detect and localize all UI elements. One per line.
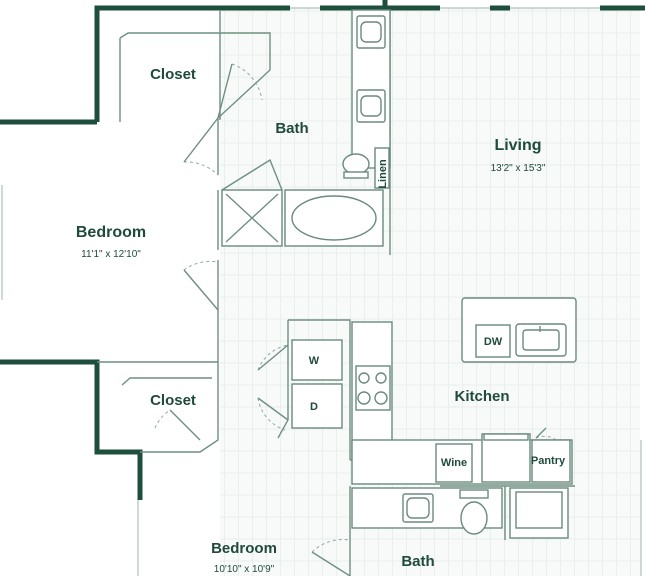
bath-top-fixtures bbox=[221, 9, 391, 247]
closet-top-label: Closet bbox=[150, 66, 196, 83]
bedroom-1-label: Bedroom bbox=[76, 224, 146, 241]
dishwasher-label: DW bbox=[484, 336, 503, 348]
dryer-label: D bbox=[310, 401, 318, 413]
doors bbox=[154, 63, 557, 576]
washer-label: W bbox=[309, 355, 320, 367]
bath-bottom-label: Bath bbox=[401, 553, 434, 570]
kitchen-fixtures bbox=[351, 297, 577, 485]
bath-top-label: Bath bbox=[275, 120, 308, 137]
wine-label: Wine bbox=[441, 457, 467, 469]
bedroom-2-dims: 10'10" x 10'9" bbox=[214, 564, 275, 575]
pantry-label: Pantry bbox=[531, 455, 566, 467]
laundry bbox=[291, 339, 343, 429]
living-label: Living bbox=[494, 137, 541, 154]
kitchen-label: Kitchen bbox=[454, 388, 509, 405]
linen-label: Linen bbox=[377, 159, 389, 189]
bath-bottom-fixtures bbox=[351, 487, 569, 539]
bedroom-2-label: Bedroom bbox=[211, 540, 277, 557]
living-dims: 13'2" x 15'3" bbox=[491, 163, 546, 174]
closet-bottom-label: Closet bbox=[150, 392, 196, 409]
bedroom-1-dims: 11'1" x 12'10" bbox=[81, 249, 141, 260]
